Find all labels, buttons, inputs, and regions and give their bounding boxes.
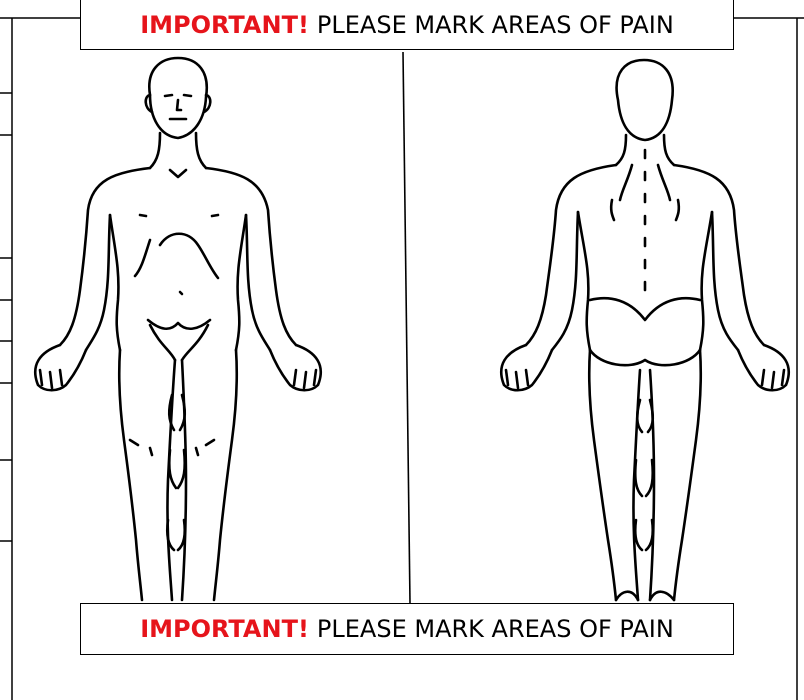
bottom-banner-emphasis: IMPORTANT! — [140, 615, 309, 643]
top-instruction-banner: IMPORTANT! PLEASE MARK AREAS OF PAIN — [80, 0, 734, 50]
top-banner-emphasis: IMPORTANT! — [140, 11, 309, 39]
bottom-banner-text: PLEASE MARK AREAS OF PAIN — [317, 615, 674, 643]
center-divider — [403, 52, 410, 603]
bottom-instruction-banner: IMPORTANT! PLEASE MARK AREAS OF PAIN — [80, 603, 734, 655]
front-body-figure — [35, 58, 321, 600]
back-body-figure — [501, 60, 789, 600]
top-banner-text: PLEASE MARK AREAS OF PAIN — [317, 11, 674, 39]
